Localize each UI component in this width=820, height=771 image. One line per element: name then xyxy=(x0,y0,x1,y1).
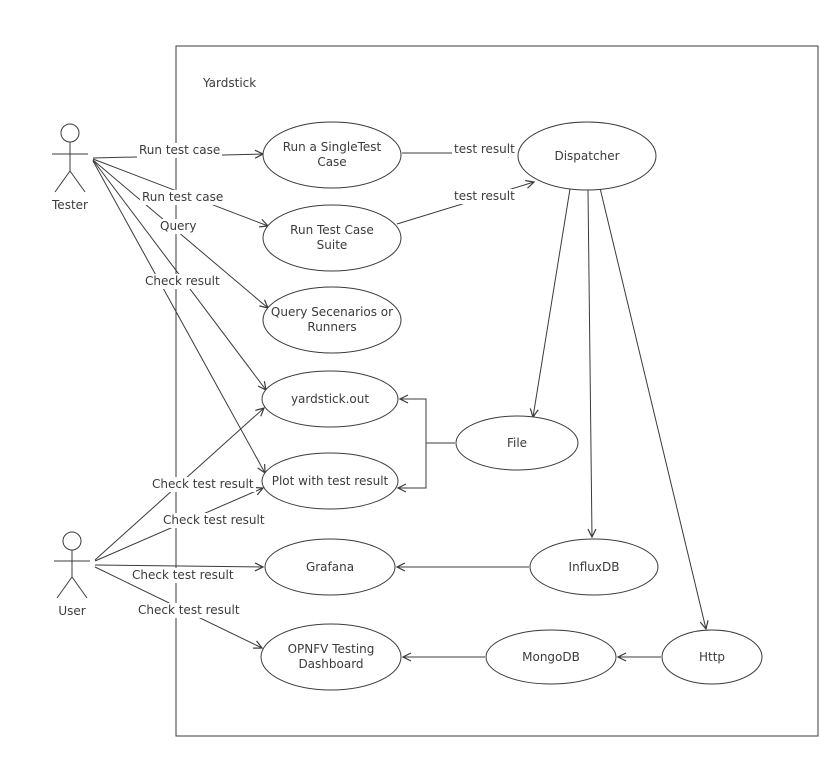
edge-label-run-test-case-2: Run test case xyxy=(140,190,226,205)
usecase-dispatcher xyxy=(517,121,657,191)
edge-label-run-test-case-1: Run test case xyxy=(137,143,223,158)
edge-label-check-result: Check result xyxy=(143,274,222,289)
usecase-label-plot: Plot with test result xyxy=(271,473,389,488)
edge-label-test-result-1: test result xyxy=(452,142,517,157)
usecase-mongodb xyxy=(485,629,617,685)
usecase-grafana xyxy=(264,538,396,596)
edge-label-check-test-result-3: Check test result xyxy=(130,568,236,583)
usecase-label-run-suite: Run Test Case Suite xyxy=(290,223,374,252)
usecase-ellipses xyxy=(260,121,763,691)
edge-user-grafana xyxy=(94,562,265,572)
usecase-label-query: Query Secenarios or Runners xyxy=(270,305,394,334)
usecase-influxdb xyxy=(529,538,659,596)
usecase-label-yardstick-out: yardstick.out xyxy=(290,391,370,406)
user-actor-label: User xyxy=(58,604,86,618)
boundary-label: Yardstick xyxy=(203,76,257,90)
usecase-run-suite xyxy=(262,204,402,272)
usecase-label-grafana: Grafana xyxy=(305,559,355,574)
edge-dispatcher-influxdb xyxy=(587,189,597,539)
usecase-label-file: File xyxy=(506,435,528,450)
edge-dispatcher-file xyxy=(529,188,571,419)
edge-label-check-test-result-1: Check test result xyxy=(150,477,256,492)
user-actor-icon xyxy=(54,531,90,599)
usecase-label-influxdb: InfluxDB xyxy=(568,559,620,574)
tester-actor-icon xyxy=(52,123,88,193)
usecase-label-http: Http xyxy=(698,649,726,664)
edge-tester-query xyxy=(92,159,270,309)
usecase-run-single xyxy=(262,121,402,189)
usecase-plot xyxy=(261,452,399,510)
usecase-file xyxy=(455,415,579,471)
system-boundary xyxy=(175,45,819,737)
usecase-label-run-single: Run a SingleTest Case xyxy=(282,140,382,169)
edge-label-check-test-result-4: Check test result xyxy=(136,603,242,618)
usecase-query xyxy=(262,286,402,354)
edge-tester-plot xyxy=(92,160,266,475)
edge-label-query: Query xyxy=(158,219,199,234)
edge-dispatcher-http xyxy=(599,187,709,631)
edge-file-plot xyxy=(396,443,427,493)
edge-label-test-result-2: test result xyxy=(452,189,517,204)
usecase-label-dispatcher: Dispatcher xyxy=(554,148,620,163)
tester-actor-label: Tester xyxy=(52,198,88,212)
edge-label-check-test-result-2: Check test result xyxy=(161,513,267,528)
usecase-opnfv xyxy=(260,623,402,691)
usecase-http xyxy=(661,629,763,685)
usecase-label-mongodb: MongoDB xyxy=(522,649,580,664)
usecase-label-opnfv: OPNFV Testing Dashboard xyxy=(287,642,375,671)
edge-file-yardstick-out xyxy=(398,394,455,444)
usecase-yardstick-out xyxy=(261,370,399,428)
